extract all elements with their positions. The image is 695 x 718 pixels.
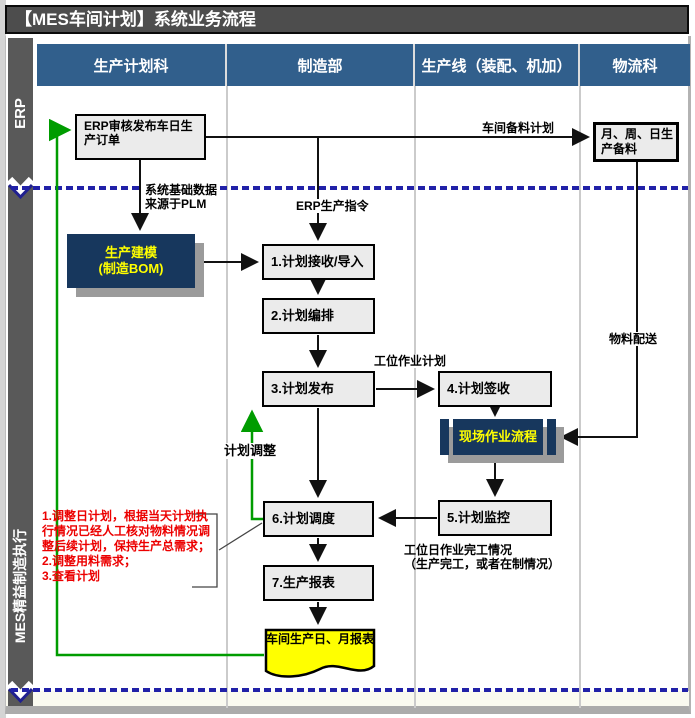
flow-node-step3: 3.计划发布: [262, 371, 375, 407]
edge-label-station-work-plan: 工位作业计划: [372, 354, 449, 369]
flow-node-site-process: 现场作业流程: [440, 419, 556, 455]
site-process-right-bar: [547, 419, 556, 455]
flow-node-step2: 2.计划编排: [262, 298, 375, 334]
lane-divider: [579, 86, 581, 708]
document-shape: [264, 628, 376, 678]
page-title: 【MES车间计划】系统业务流程: [5, 5, 689, 34]
lane-divider: [226, 86, 228, 708]
flow-node-production-modeling: 生产建模 (制造BOM): [67, 234, 195, 288]
edge-label-station-completion: 工位日作业完工情况 （生产完工，或者在制情况）: [404, 543, 561, 572]
sidebar-label-mes: MES精益制造执行: [12, 528, 29, 643]
site-process-left-bar: [440, 419, 449, 455]
flow-node-step5: 5.计划监控: [438, 500, 552, 536]
sidebar-label-erp: ERP: [12, 97, 29, 129]
sidebar-band: [8, 38, 33, 706]
bottom-tint-strip: [6, 691, 689, 706]
lane-break-chevron-icon: [8, 176, 33, 200]
report-document-label: 车间生产日、月报表: [265, 632, 374, 646]
flow-node-monthly-prep: 月、周、日生产备料: [593, 122, 679, 162]
flow-node-step4: 4.计划签收: [438, 371, 552, 407]
edge-label-plm-basis: 系统基础数据 来源于PLM: [143, 183, 220, 212]
flow-node-report-document: 车间生产日、月报表: [264, 628, 376, 680]
lane-divider: [414, 86, 416, 708]
lane-header-production-line: 生产线（装配、机加）: [415, 44, 580, 86]
flow-node-step1: 1.计划接收/导入: [262, 244, 375, 280]
flow-node-erp-order: ERP审核发布车日生产订单: [75, 114, 206, 160]
lane-header-logistics: 物流科: [580, 44, 690, 86]
left-edge-strip: [0, 0, 6, 718]
edge-label-material-delivery: 物料配送: [607, 332, 660, 347]
edge-label-plan-adjust: 计划调整: [222, 443, 279, 459]
flow-node-step6: 6.计划调度: [263, 501, 374, 537]
flow-node-step7: 7.生产报表: [263, 565, 374, 601]
lane-break-chevron-icon: [8, 680, 33, 704]
lane-header-planning: 生产计划科: [37, 44, 227, 86]
lane-header-manufacturing: 制造部: [227, 44, 415, 86]
edge-label-erp-command: ERP生产指令: [294, 199, 371, 214]
red-note-annotation: 1.调整日计划，根据当天计划执 行情况已经人工核对物料情况调 整后续计划，保持生…: [42, 509, 211, 583]
edge-label-material-prep-plan: 车间备料计划: [480, 121, 557, 136]
